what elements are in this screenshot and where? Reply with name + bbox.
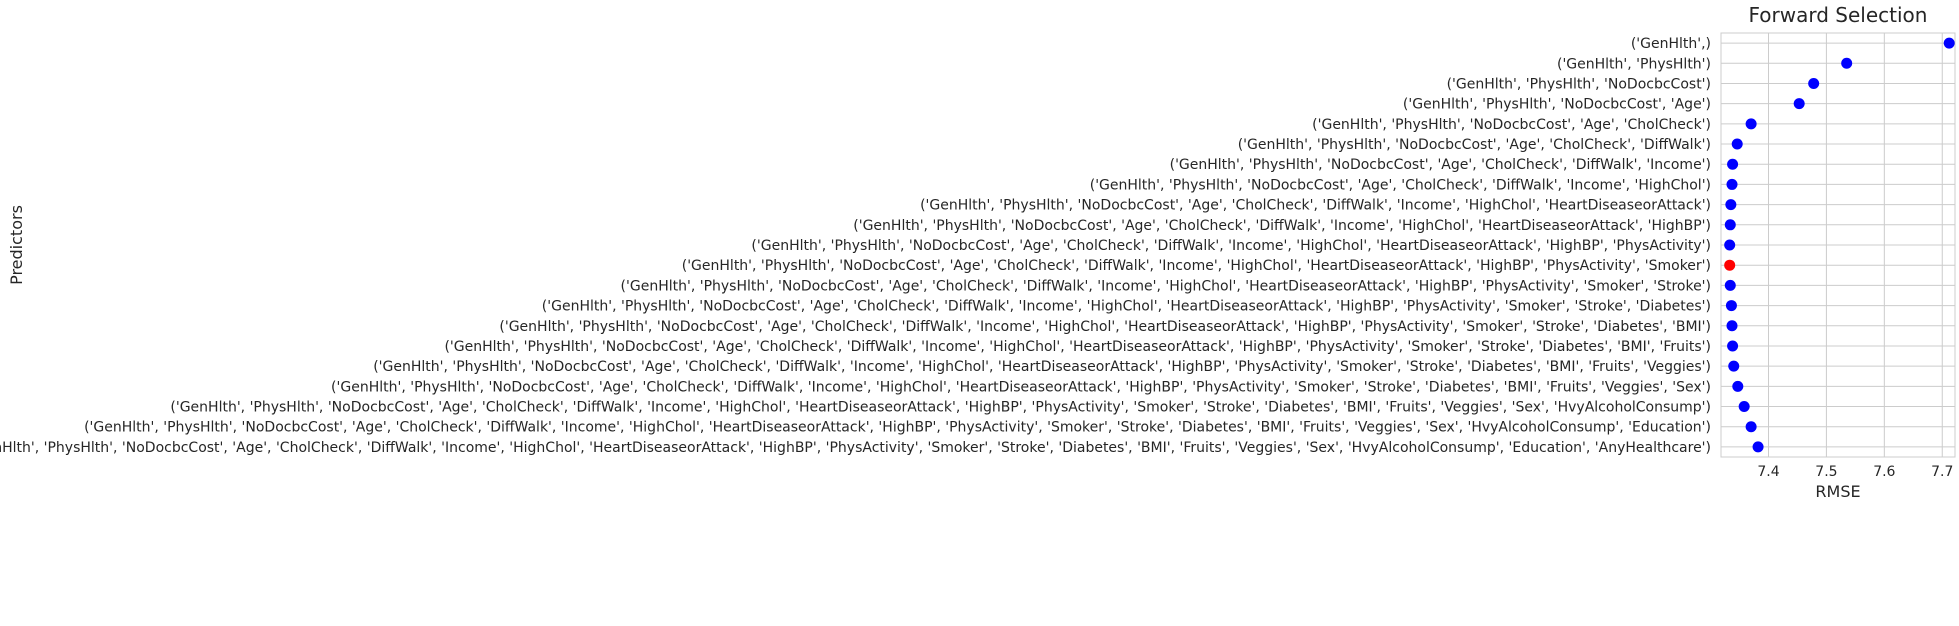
x-tick-label: 7.7	[1931, 464, 1953, 480]
x-tick-labels: 7.4 7.5 7.6 7.7	[1757, 464, 1953, 480]
y-tick-label: ('GenHlth', 'PhysHlth', 'NoDocbcCost', '…	[751, 238, 1711, 254]
grid-lines	[1721, 33, 1955, 457]
rmse-point	[1732, 380, 1744, 392]
rmse-point	[1808, 77, 1820, 89]
y-tick-label: ('GenHlth', 'PhysHlth', 'NoDocbcCost', '…	[682, 258, 1711, 274]
rmse-point	[1724, 239, 1736, 251]
y-tick-label: ('GenHlth', 'PhysHlth', 'NoDocbcCost', '…	[0, 440, 1711, 456]
rmse-point	[1727, 340, 1739, 352]
x-axis-label: RMSE	[1815, 482, 1860, 501]
y-tick-label: ('GenHlth', 'PhysHlth', 'NoDocbcCost', '…	[1170, 157, 1711, 173]
y-tick-label: ('GenHlth', 'PhysHlth', 'NoDocbcCost', '…	[1238, 137, 1711, 153]
y-tick-label: ('GenHlth', 'PhysHlth', 'NoDocbcCost', '…	[373, 359, 1711, 375]
rmse-point	[1943, 37, 1955, 49]
y-tick-label: ('GenHlth', 'PhysHlth', 'NoDocbcCost', '…	[499, 319, 1711, 335]
y-tick-label: ('GenHlth', 'PhysHlth', 'NoDocbcCost', '…	[170, 400, 1711, 416]
rmse-point	[1724, 219, 1736, 231]
x-tick-label: 7.5	[1815, 464, 1837, 480]
plot-frame	[1720, 32, 1956, 458]
rmse-point	[1738, 401, 1750, 413]
y-tick-labels: ('GenHlth',) ('GenHlth', 'PhysHlth') ('Gen…	[0, 36, 1711, 456]
y-tick-label: ('GenHlth', 'PhysHlth', 'NoDocbcCost')	[1447, 76, 1711, 92]
x-tick-label: 7.6	[1873, 464, 1895, 480]
y-tick-label: ('GenHlth', 'PhysHlth')	[1557, 56, 1711, 72]
rmse-point	[1725, 300, 1737, 312]
rmse-point	[1725, 199, 1737, 211]
y-tick-label: ('GenHlth', 'PhysHlth', 'NoDocbcCost', '…	[444, 339, 1711, 355]
chart-title: Forward Selection	[1749, 3, 1928, 27]
y-tick-label: ('GenHlth',)	[1631, 36, 1711, 52]
y-tick-label: ('GenHlth', 'PhysHlth', 'NoDocbcCost', '…	[84, 420, 1711, 436]
rmse-point	[1793, 98, 1805, 110]
y-tick-label: ('GenHlth', 'PhysHlth', 'NoDocbcCost', '…	[853, 218, 1711, 234]
rmse-point	[1724, 279, 1736, 291]
rmse-point	[1752, 441, 1764, 453]
x-tick-label: 7.4	[1757, 464, 1779, 480]
rmse-point	[1728, 360, 1740, 372]
y-tick-label: ('GenHlth', 'PhysHlth', 'NoDocbcCost', '…	[1090, 177, 1711, 193]
data-points	[1724, 37, 1955, 453]
y-tick-label: ('GenHlth', 'PhysHlth', 'NoDocbcCost', '…	[920, 198, 1711, 214]
y-tick-label: ('GenHlth', 'PhysHlth', 'NoDocbcCost', '…	[331, 379, 1711, 395]
rmse-point	[1731, 138, 1743, 150]
y-tick-label: ('GenHlth', 'PhysHlth', 'NoDocbcCost', '…	[1312, 117, 1711, 133]
y-tick-label: ('GenHlth', 'PhysHlth', 'NoDocbcCost', '…	[621, 278, 1711, 294]
rmse-point	[1745, 118, 1757, 130]
rmse-point	[1726, 320, 1738, 332]
y-tick-label: ('GenHlth', 'PhysHlth', 'NoDocbcCost', '…	[1403, 97, 1711, 113]
y-tick-label: ('GenHlth', 'PhysHlth', 'NoDocbcCost', '…	[542, 299, 1711, 315]
y-axis-label: Predictors	[7, 205, 26, 285]
rmse-point	[1841, 57, 1853, 69]
rmse-point	[1745, 421, 1757, 433]
rmse-point	[1726, 178, 1738, 190]
best-rmse-point	[1724, 259, 1736, 271]
rmse-point	[1727, 158, 1739, 170]
